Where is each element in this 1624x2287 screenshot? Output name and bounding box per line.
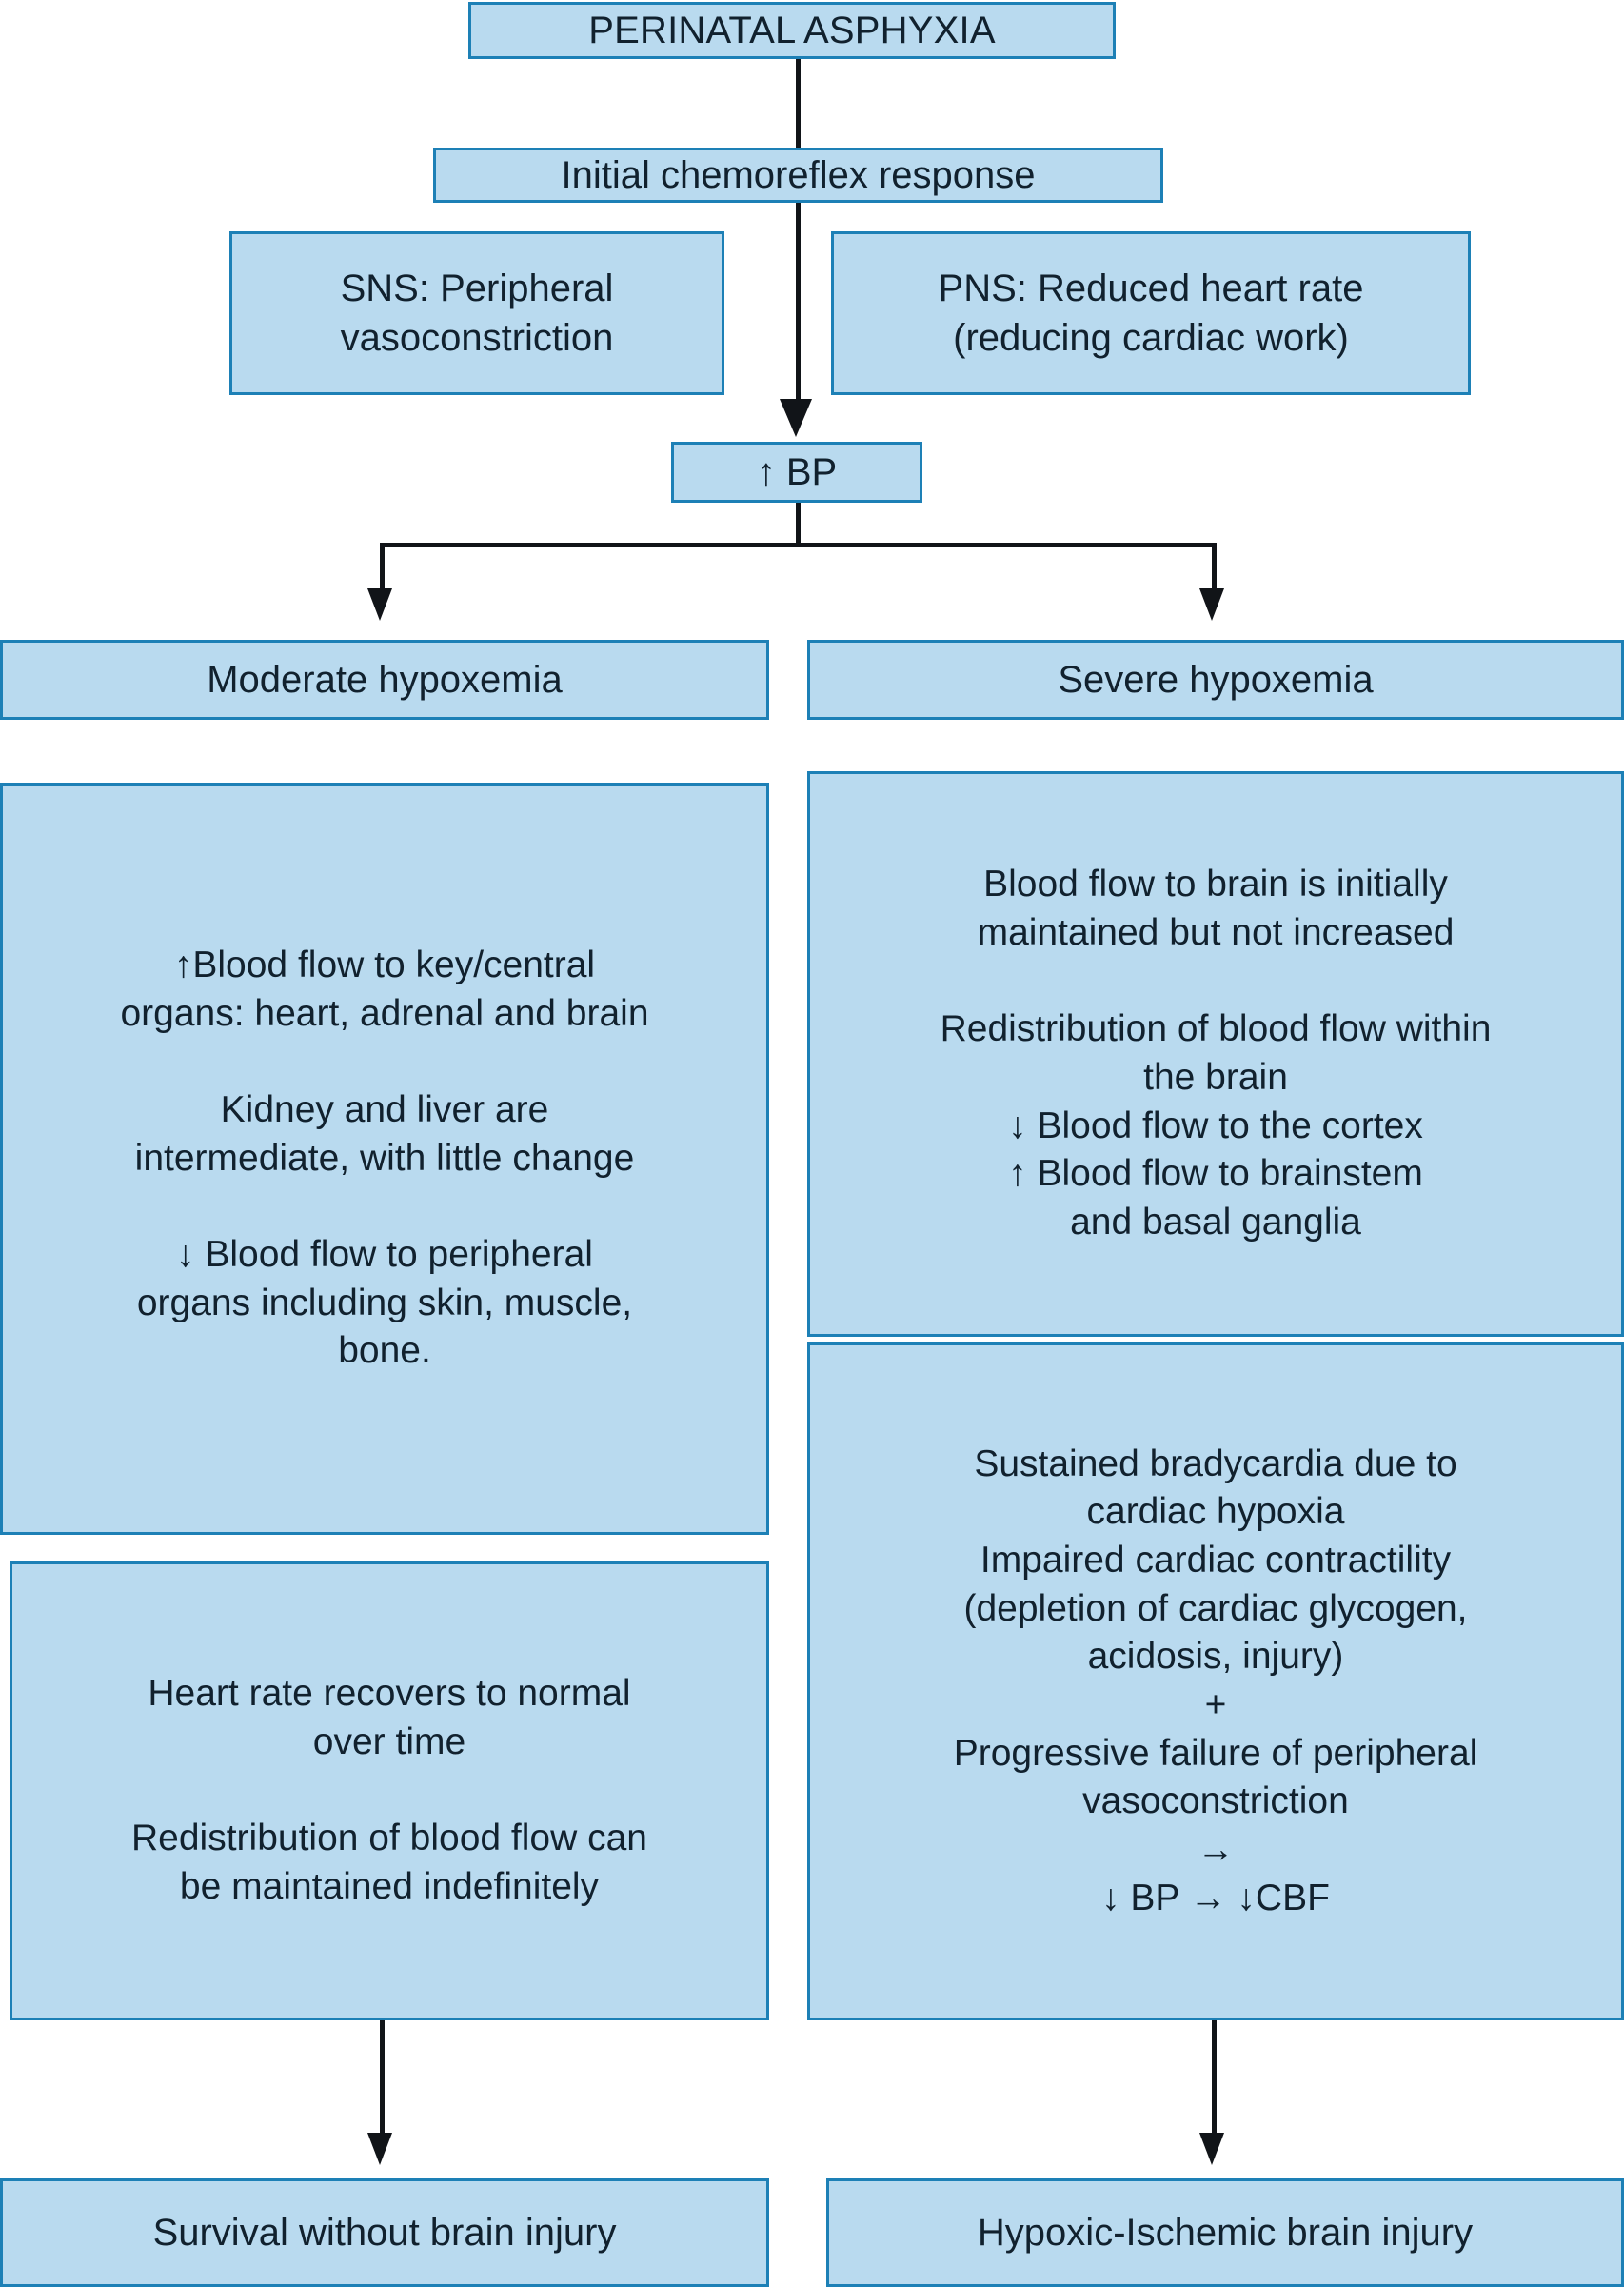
arrowhead-down-icon — [780, 399, 812, 437]
node-severe-hypoxemia-detail: Blood flow to brain is initially maintai… — [807, 771, 1624, 1337]
node-pns-reduced-heart-rate: PNS: Reduced heart rate (reducing cardia… — [831, 231, 1471, 395]
connector-chemoreflex-to-bp — [796, 203, 801, 399]
node-severe-hypoxemia: Severe hypoxemia — [807, 640, 1624, 720]
node-hypoxic-ischemic-brain-injury: Hypoxic-Ischemic brain injury — [826, 2178, 1624, 2287]
arrowhead-down-right-icon — [1199, 588, 1224, 621]
node-moderate-hypoxemia: Moderate hypoxemia — [0, 640, 769, 720]
connector-bp-down — [796, 503, 801, 547]
arrowhead-down-survival-icon — [367, 2133, 392, 2165]
connector-branch-left-drop — [380, 543, 385, 592]
node-perinatal-asphyxia: PERINATAL ASPHYXIA — [468, 2, 1116, 59]
arrowhead-down-left-icon — [367, 588, 392, 621]
node-sns-peripheral-vasoconstriction: SNS: Peripheral vasoconstriction — [229, 231, 724, 395]
node-severe-hypoxemia-cardiac-detail: Sustained bradycardia due to cardiac hyp… — [807, 1342, 1624, 2020]
node-moderate-hypoxemia-outcome-detail: Heart rate recovers to normal over time … — [10, 1561, 769, 2020]
connector-moderate-to-survival — [380, 2020, 385, 2137]
node-initial-chemoreflex-response: Initial chemoreflex response — [433, 148, 1163, 203]
connector-branch-right-drop — [1212, 543, 1217, 592]
connector-branch-horizontal — [380, 543, 1217, 547]
connector-severe-to-injury — [1212, 2020, 1217, 2137]
arrowhead-down-injury-icon — [1199, 2133, 1224, 2165]
node-survival-without-brain-injury: Survival without brain injury — [0, 2178, 769, 2287]
node-increased-bp: ↑ BP — [671, 442, 922, 503]
connector-perinatal-to-chemoreflex — [796, 59, 801, 151]
node-moderate-hypoxemia-detail: ↑Blood flow to key/central organs: heart… — [0, 783, 769, 1535]
